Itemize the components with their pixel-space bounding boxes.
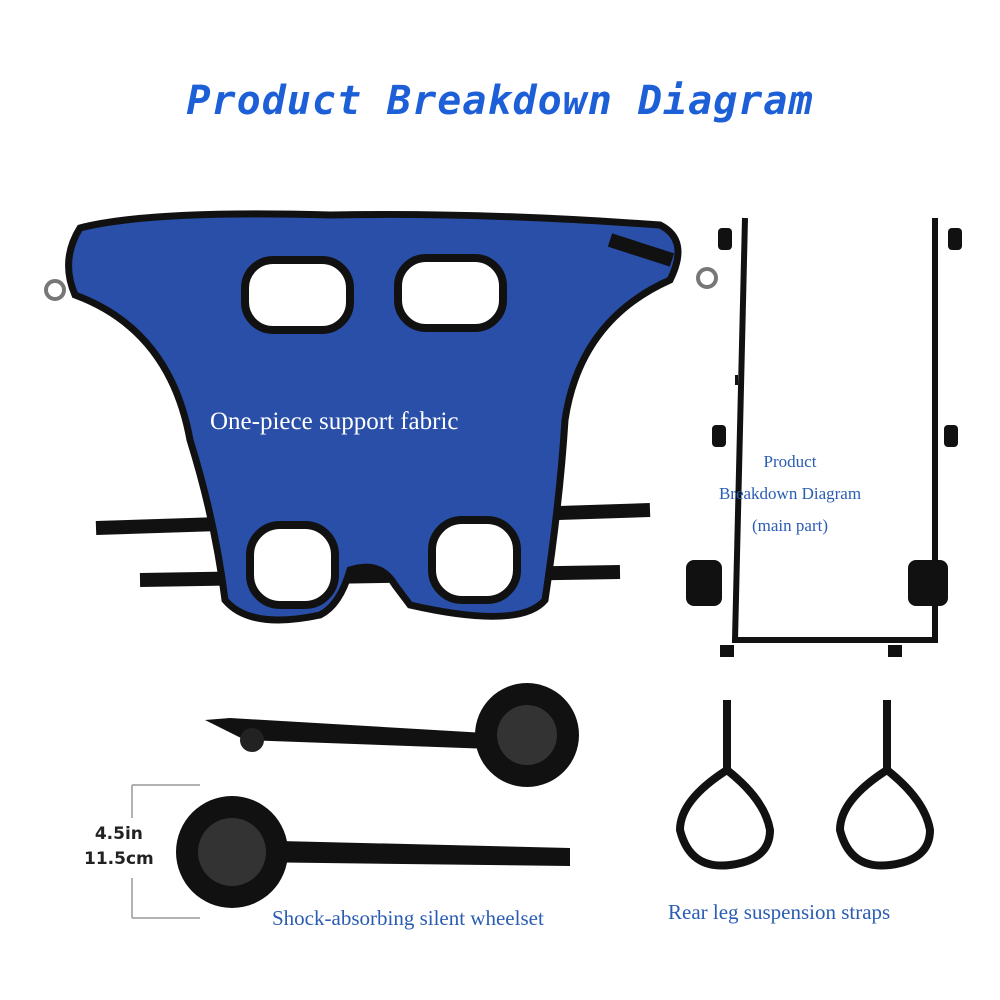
label-main-part-line2: Breakdown Diagram bbox=[718, 484, 862, 503]
d-ring-left bbox=[44, 279, 66, 301]
label-main-part-line3: (main part) bbox=[752, 516, 828, 535]
d-ring-right bbox=[696, 267, 718, 289]
leg-holes bbox=[241, 254, 521, 609]
label-straps: Rear leg suspension straps bbox=[668, 900, 891, 924]
label-main-part: Product Breakdown Diagram (main part) bbox=[700, 446, 880, 542]
dimension-inches: 4.5in bbox=[94, 824, 143, 844]
frame-knobs bbox=[686, 228, 962, 657]
suspension-straps bbox=[675, 700, 935, 870]
support-fabric bbox=[65, 210, 682, 624]
label-wheelset: Shock-absorbing silent wheelset bbox=[272, 906, 544, 930]
dimension-marker bbox=[131, 784, 200, 919]
wheel-dimension: 4.5in 11.5cm bbox=[84, 822, 154, 872]
label-main-part-line1: Product bbox=[763, 452, 817, 471]
main-frame bbox=[731, 217, 938, 643]
wheelset bbox=[176, 683, 579, 908]
label-support-fabric: One-piece support fabric bbox=[210, 408, 459, 435]
page-title: Product Breakdown Diagram bbox=[186, 78, 814, 124]
dimension-cm: 11.5cm bbox=[84, 849, 154, 869]
